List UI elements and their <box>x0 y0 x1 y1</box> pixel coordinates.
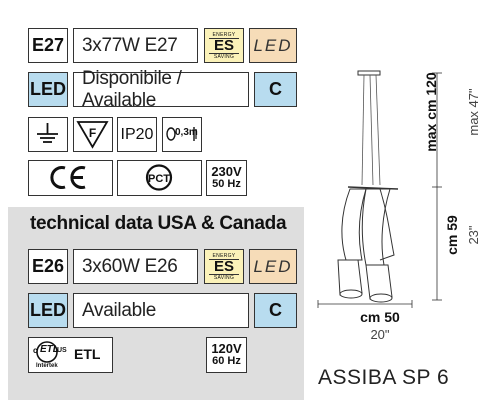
product-name: ASSIBA SP 6 <box>318 366 450 389</box>
lamp-technical-drawing <box>317 70 442 308</box>
lamp-spec-e26: 3x60W E26 <box>73 249 198 284</box>
ip-rating: IP20 <box>117 117 157 152</box>
svg-text:F: F <box>89 126 96 140</box>
min-distance-icon: 0,3m <box>162 117 202 152</box>
energy-class-badge: C <box>254 72 297 107</box>
socket-e27-label: E27 <box>28 28 68 63</box>
led-compatible-badge-usa: LED <box>249 249 297 284</box>
ground-symbol-icon <box>28 117 68 152</box>
led-label: LED <box>28 72 68 107</box>
led-label-usa: LED <box>28 293 68 328</box>
usa-canada-heading: technical data USA & Canada <box>30 213 287 234</box>
etl-listed-mark: c US ETL Intertek ETL <box>28 337 113 373</box>
max-height-in-label: max 47" <box>466 88 481 136</box>
width-cm-label: cm 50 <box>360 309 400 325</box>
body-height-in-label: 23" <box>466 225 481 245</box>
pct-cert-icon: PCT <box>117 160 202 196</box>
led-compatible-badge: LED <box>249 28 297 63</box>
f-mark-triangle-icon: F <box>73 117 113 152</box>
ce-mark-icon <box>28 160 113 196</box>
voltage-120v: 120V 60 Hz <box>206 337 247 373</box>
width-in-label: 20" <box>370 327 390 342</box>
availability-text: Disponibile / Available <box>73 68 249 111</box>
svg-text:PCT: PCT <box>148 173 170 185</box>
max-height-cm-label: max cm 120 <box>423 72 439 152</box>
body-height-cm-label: cm 59 <box>444 215 460 255</box>
energy-saving-badge: ENERGY ES SAVING <box>204 28 244 63</box>
energy-saving-badge-usa: ENERGY ES SAVING <box>204 249 244 284</box>
socket-e26-label: E26 <box>28 249 68 284</box>
lamp-spec-e27: 3x77W E27 <box>73 28 198 63</box>
energy-class-badge-usa: C <box>254 293 297 328</box>
availability-text-usa: Available <box>73 293 249 328</box>
voltage-230v: 230V 50 Hz <box>206 160 247 196</box>
